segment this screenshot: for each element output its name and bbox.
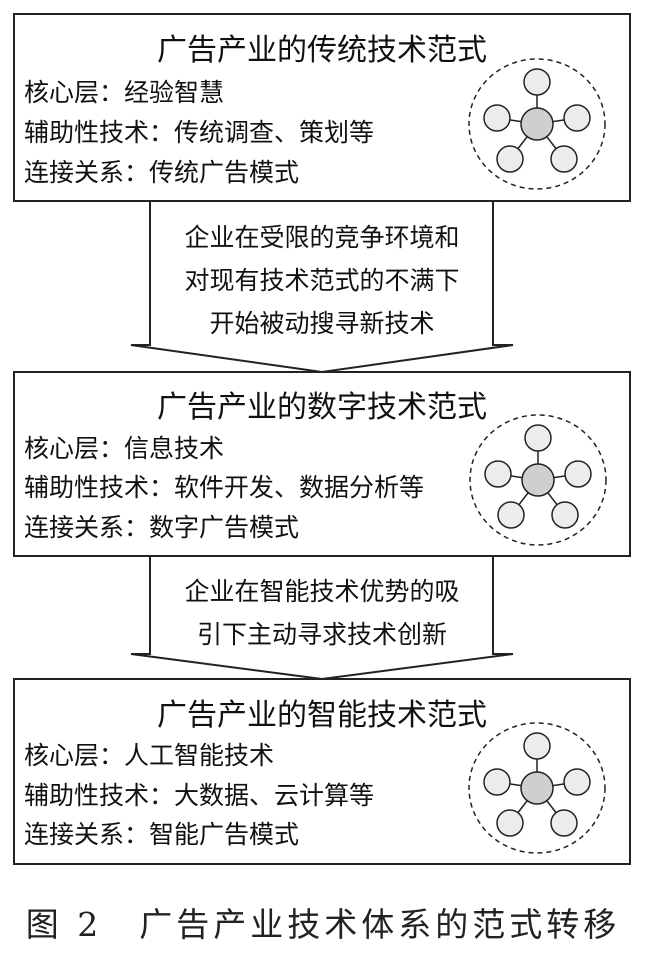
paradigm-box-intelligent: 广告产业的智能技术范式 核心层：人工智能技术 辅助性技术：大数据、云计算等 连接… xyxy=(13,678,631,865)
transition-arrow-1: 企业在受限的竞争环境和 对现有技术范式的不满下 开始被动搜寻新技术 xyxy=(130,200,514,374)
core-layer-text: 核心层：经验智慧 xyxy=(24,78,224,107)
peripheral-node xyxy=(550,809,578,837)
paradigm-title: 广告产业的传统技术范式 xyxy=(157,33,487,68)
transition-text: 引下主动寻求技术创新 xyxy=(197,620,447,649)
paradigm-shift-diagram: 广告产业的传统技术范式 核心层：经验智慧 辅助性技术：传统调查、策划等 连接关系… xyxy=(13,13,631,865)
transition-text: 开始被动搜寻新技术 xyxy=(209,309,434,338)
paradigm-box-border xyxy=(13,13,631,202)
peripheral-node xyxy=(563,104,591,132)
peripheral-node xyxy=(483,104,511,132)
paradigm-box-traditional: 广告产业的传统技术范式 核心层：经验智慧 辅助性技术：传统调查、策划等 连接关系… xyxy=(13,13,631,202)
dashed-boundary xyxy=(468,58,606,190)
core-layer-text: 核心层：人工智能技术 xyxy=(24,741,274,770)
figure-caption: 图 2 广告产业技术体系的范式转移 xyxy=(25,905,621,944)
connection-text: 连接关系：传统广告模式 xyxy=(24,158,299,187)
connection-text: 连接关系：数字广告模式 xyxy=(24,513,299,542)
peripheral-node xyxy=(497,501,525,529)
connection-text: 连接关系：智能广告模式 xyxy=(24,820,299,849)
dashed-boundary xyxy=(469,414,607,546)
paradigm-title: 广告产业的智能技术范式 xyxy=(157,698,487,733)
core-node xyxy=(520,771,554,805)
peripheral-node xyxy=(524,424,552,452)
peripheral-node xyxy=(551,501,579,529)
auxiliary-tech-text: 辅助性技术：传统调查、策划等 xyxy=(24,118,374,147)
transition-arrow-2: 企业在智能技术优势的吸 引下主动寻求技术创新 xyxy=(130,555,514,681)
peripheral-node xyxy=(496,145,524,173)
peripheral-node xyxy=(523,68,551,96)
transition-text: 对现有技术范式的不满下 xyxy=(184,266,459,295)
network-cluster-icon xyxy=(468,722,606,854)
network-cluster-icon xyxy=(469,414,607,546)
dashed-boundary xyxy=(468,722,606,854)
core-node xyxy=(520,107,554,141)
paradigm-box-digital: 广告产业的数字技术范式 核心层：信息技术 辅助性技术：软件开发、数据分析等 连接… xyxy=(13,371,631,557)
peripheral-node xyxy=(484,460,512,488)
peripheral-node xyxy=(523,732,551,760)
paradigm-box-border xyxy=(13,678,631,865)
auxiliary-tech-text: 辅助性技术：大数据、云计算等 xyxy=(24,781,374,810)
network-cluster-icon xyxy=(468,58,606,190)
peripheral-node xyxy=(496,809,524,837)
paradigm-title: 广告产业的数字技术范式 xyxy=(157,390,487,425)
transition-text: 企业在智能技术优势的吸 xyxy=(184,577,459,606)
peripheral-node xyxy=(563,768,591,796)
core-layer-text: 核心层：信息技术 xyxy=(24,434,224,463)
auxiliary-tech-text: 辅助性技术：软件开发、数据分析等 xyxy=(24,473,424,502)
peripheral-node xyxy=(483,768,511,796)
transition-text: 企业在受限的竞争环境和 xyxy=(184,223,459,252)
peripheral-node xyxy=(550,145,578,173)
paradigm-box-border xyxy=(13,371,631,557)
core-node xyxy=(521,463,555,497)
arrow-shape xyxy=(130,555,514,681)
peripheral-node xyxy=(564,460,592,488)
arrow-shape xyxy=(130,200,514,374)
